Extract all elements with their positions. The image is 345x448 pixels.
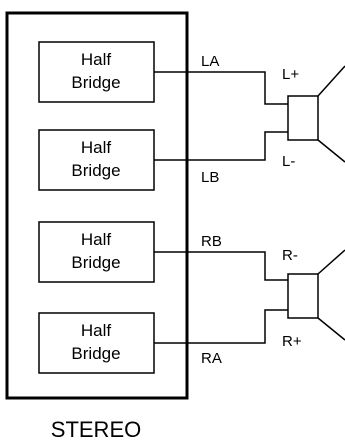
terminal-label-r-plus: R+ bbox=[282, 333, 302, 350]
wire-ra bbox=[154, 309, 288, 344]
block-label-line1: Half bbox=[81, 50, 112, 69]
block-label-line1: Half bbox=[81, 321, 112, 340]
block-label-line2: Bridge bbox=[71, 73, 120, 92]
half-bridge-block-4: Half Bridge bbox=[38, 312, 155, 374]
half-bridge-block-3: Half Bridge bbox=[38, 221, 155, 283]
block-label-line2: Bridge bbox=[71, 344, 120, 363]
terminal-label-l-minus: L- bbox=[282, 153, 295, 170]
terminal-label-r-minus: R- bbox=[282, 247, 298, 264]
stereo-enclosure bbox=[5, 11, 189, 400]
output-label-la: LA bbox=[201, 53, 219, 70]
half-bridge-block-1: Half Bridge bbox=[38, 41, 155, 103]
right-speaker-icon bbox=[287, 249, 345, 341]
output-label-rb: RB bbox=[201, 233, 222, 250]
left-speaker-icon bbox=[287, 65, 345, 163]
wire-la bbox=[154, 71, 288, 105]
output-label-lb: LB bbox=[201, 169, 219, 186]
terminal-label-l-plus: L+ bbox=[282, 66, 299, 83]
block-label-line2: Bridge bbox=[71, 161, 120, 180]
wire-lb bbox=[154, 131, 288, 161]
wire-rb bbox=[154, 251, 288, 281]
half-bridge-block-2: Half Bridge bbox=[38, 129, 155, 191]
block-label-line1: Half bbox=[81, 230, 112, 249]
block-label-line1: Half bbox=[81, 138, 112, 157]
output-label-ra: RA bbox=[201, 350, 222, 367]
block-label-line2: Bridge bbox=[71, 253, 120, 272]
diagram-caption: STEREO bbox=[51, 417, 141, 442]
